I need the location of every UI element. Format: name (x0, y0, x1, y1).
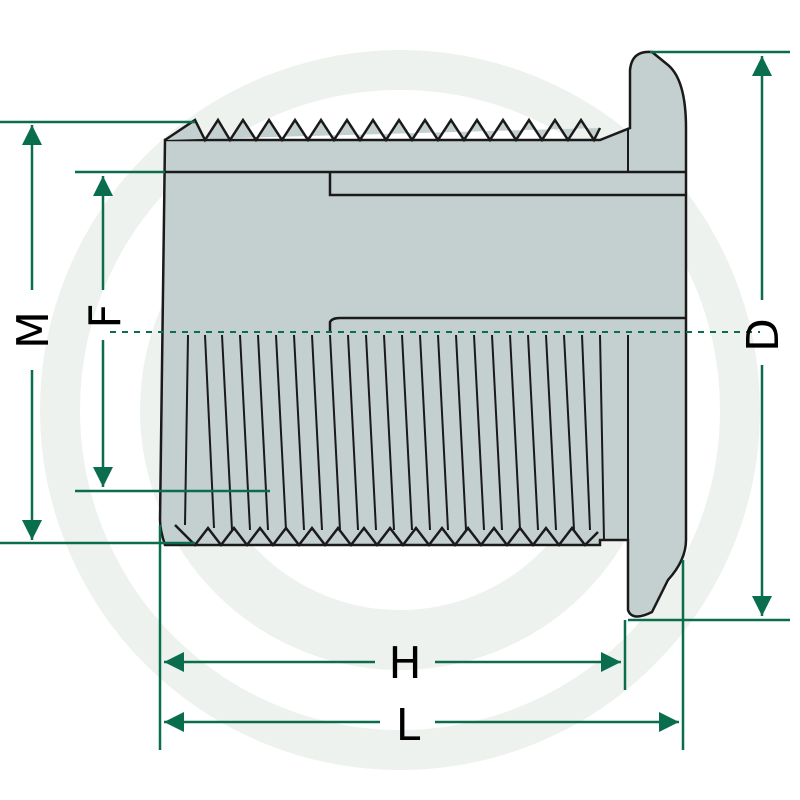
thread-section-lines (184, 334, 629, 541)
dim-label-l: L (396, 700, 421, 751)
bottom-thread-teeth (174, 524, 599, 548)
dim-label-d: D (738, 318, 789, 352)
dim-label-h: H (388, 638, 421, 689)
dim-label-f: F (80, 303, 131, 328)
threaded-bushing-part (158, 50, 688, 618)
bore-upper-step (165, 170, 686, 197)
dim-label-m: M (8, 311, 59, 349)
part-body (158, 50, 688, 618)
top-thread-teeth (164, 117, 602, 143)
bore-lower-step (328, 316, 686, 332)
dimension-lines (0, 50, 790, 750)
